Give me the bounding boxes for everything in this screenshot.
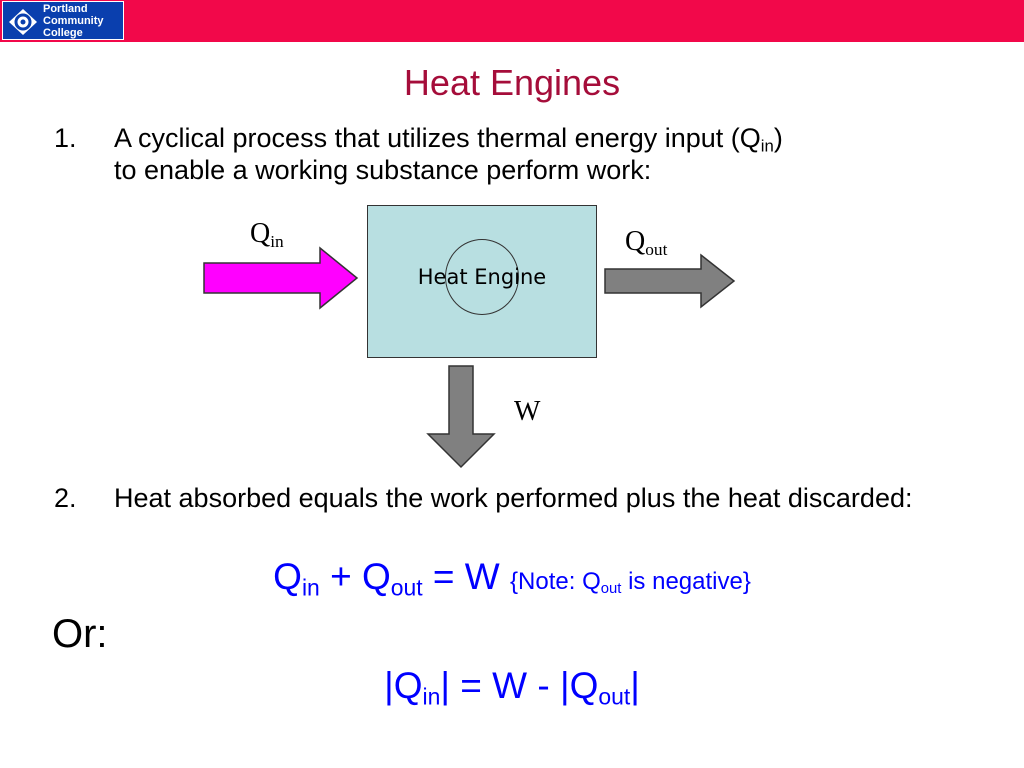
college-logo: Portland Community College: [2, 1, 124, 40]
heat-engine-box: Heat Engine: [367, 205, 597, 358]
eq2-c: |: [630, 665, 640, 706]
eq1-note: {Note: Qout is negative}: [510, 568, 751, 598]
list-text-2: Heat absorbed equals the work performed …: [114, 483, 913, 513]
equation-1: Qin + Qout = W {Note: Qout is negative}: [0, 556, 1024, 601]
eq1-note-b: is negative}: [621, 568, 751, 595]
qout-arrow: [604, 253, 736, 309]
list-number-2: 2.: [54, 483, 77, 513]
qin-main: Q: [250, 218, 271, 249]
engine-circle: [445, 239, 519, 315]
list-number-1: 1.: [54, 123, 77, 153]
or-label: Or:: [52, 612, 108, 656]
item1-text-line2: to enable a working substance perform wo…: [114, 155, 652, 185]
logo-line-3: College: [43, 27, 83, 39]
eq1-q2: Q: [361, 556, 391, 597]
engine-label: Heat Engine: [417, 265, 547, 289]
qin-sub: in: [270, 231, 284, 251]
item1-text-a: A cyclical process that utilizes thermal…: [114, 123, 761, 153]
eq2-b-sub: out: [598, 683, 631, 710]
logo-line-2: Community: [43, 15, 104, 27]
eq1-q2-sub: out: [390, 574, 423, 601]
eq2-a: |Q: [384, 665, 423, 706]
eq1-note-sub: out: [600, 581, 622, 598]
eq1-q1: Q: [273, 556, 302, 597]
slide-title: Heat Engines: [403, 62, 621, 103]
logo-text: Portland Community College: [43, 3, 104, 39]
eq1-note-a: {Note: Q: [510, 568, 601, 595]
eq1-q1-sub: in: [301, 574, 320, 601]
qin-arrow: [203, 246, 359, 310]
work-arrow: [426, 365, 496, 469]
eq1-equals: = W: [422, 556, 511, 597]
header-bar: Portland Community College: [0, 0, 1024, 42]
item1-sub: in: [760, 136, 774, 156]
equation-2: |Qin| = W - |Qout|: [0, 665, 1024, 710]
eq2-a-sub: in: [422, 683, 441, 710]
item1-text-b: ): [773, 123, 783, 153]
list-text-1: A cyclical process that utilizes thermal…: [114, 122, 994, 186]
logo-emblem-icon: [9, 9, 37, 35]
qout-sub: out: [645, 239, 668, 259]
eq1-plus: +: [319, 556, 362, 597]
qin-label: Qin: [250, 218, 284, 250]
logo-line-1: Portland: [43, 3, 88, 15]
eq2-b: | = W - |Q: [440, 665, 599, 706]
qout-label: Qout: [625, 226, 667, 258]
qout-main: Q: [625, 226, 646, 257]
work-label: W: [514, 396, 541, 427]
